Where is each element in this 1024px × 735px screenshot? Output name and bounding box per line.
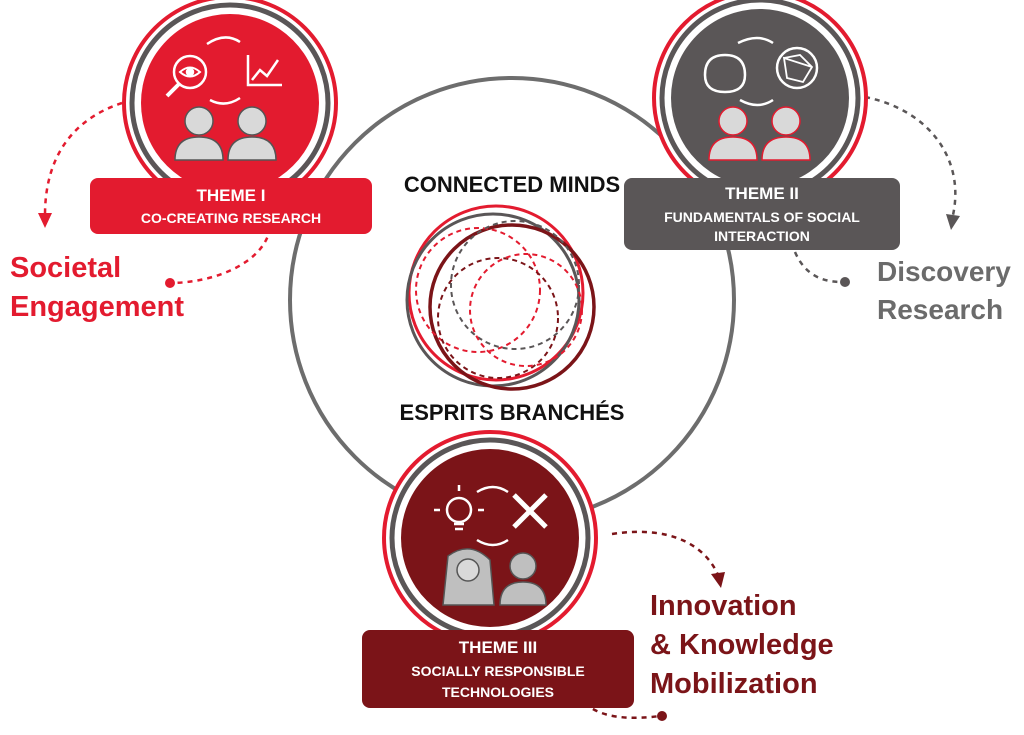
theme-2-number: THEME II [725,184,799,203]
arrowhead-theme2 [946,214,960,230]
eye-magnifier-icon [165,54,208,98]
outcome-1-line-2: Engagement [10,291,184,323]
person-icon [708,106,758,161]
bearded-person-icon [499,552,547,606]
theme-1-group: THEME I CO-CREATING RESEARCH [90,0,372,234]
theme-1-title: CO-CREATING RESEARCH [141,210,321,226]
theme-2-people [708,106,811,161]
theme-2-title-line-2: INTERACTION [714,228,810,244]
outcome-3-line-1: Innovation [650,590,797,622]
dot-theme1 [165,278,175,288]
dot-theme2 [840,277,850,287]
outcome-discovery-research: Discovery Research [877,256,1011,325]
theme-3-group: THEME III SOCIALLY RESPONSIBLE TECHNOLOG… [362,430,634,708]
connector-theme3-out [611,530,720,576]
logo-ring-dashed-4 [469,253,583,367]
outcome-3-line-2: & Knowledge [650,629,834,661]
interlocking-rings-logo [405,204,596,391]
cycle-arrow-icon [739,98,774,107]
theme-3-icons [434,485,548,547]
person-glasses-icon [227,106,277,161]
cycle-arrow-icon [206,36,241,46]
outcome-2-line-2: Research [877,294,1003,325]
logo-ring-dashed-2 [450,220,580,350]
connector-theme1-out [43,101,123,216]
outcome-3-line-3: Mobilization [650,668,818,700]
theme-2-title-line-1: FUNDAMENTALS OF SOCIAL [664,209,860,225]
cycle-arrow-icon [737,36,774,45]
theme-2-icons [703,36,819,107]
outcome-2-line-1: Discovery [877,256,1011,287]
cycle-arrow-icon [476,485,509,494]
theme-1-icons [165,36,282,105]
arrowhead-theme1 [38,213,52,228]
lightbulb-icon [434,485,484,531]
theme-2-badge [624,178,900,250]
theme-3-number: THEME III [459,638,537,657]
connectors [43,95,957,720]
outcome-1-line-1: Societal [10,252,121,284]
theme-1-people [174,106,277,161]
connector-theme1-in [171,227,272,285]
theme-1-badge [90,178,372,234]
outcome-societal-engagement: Societal Engagement [10,252,184,323]
hijab-person-icon [442,548,495,606]
theme-3-badge [362,630,634,708]
dot-theme3 [657,711,667,721]
woman-icon [761,106,811,161]
logo-ring-dashed-1 [415,227,541,353]
center-title-bottom: ESPRITS BRANCHÉS [400,400,625,425]
connector-theme2-in [793,251,843,284]
logo-ring-maroon [428,223,596,391]
center-title-top: CONNECTED MINDS [404,172,620,197]
theme-3-title-line-1: SOCIALLY RESPONSIBLE [411,663,584,679]
central-hub: CONNECTED MINDS ESPRITS BRANCHÉS [288,76,736,524]
pencil-ruler-icon [512,493,548,529]
line-chart-icon [246,55,282,87]
logo-ring-dashed-3 [437,257,559,379]
theme-2-group: THEME II FUNDAMENTALS OF SOCIAL INTERACT… [624,0,900,250]
arrowhead-theme3 [711,572,725,588]
cycle-arrow-icon [476,538,509,547]
person-icon [174,106,224,161]
network-icon [775,46,819,90]
theme-2-disc [671,9,849,187]
brain-icon [703,53,747,94]
theme-1-number: THEME I [197,186,266,205]
connector-ends [38,213,960,721]
outcome-innovation-knowledge-mobilization: Innovation & Knowledge Mobilization [650,590,834,700]
cycle-arrow-icon [209,96,241,105]
theme-3-people [442,548,547,606]
logo-ring-red [407,204,585,382]
theme-3-title-line-2: TECHNOLOGIES [442,684,554,700]
connector-theme2-out [864,95,957,216]
